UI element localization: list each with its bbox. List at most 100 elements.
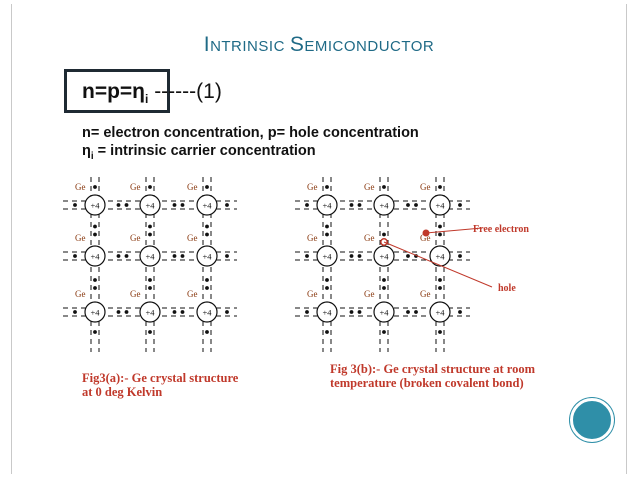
ge-label: Ge: [187, 233, 198, 243]
bond-electron: [73, 310, 77, 314]
core-charge-label: +4: [435, 308, 445, 318]
ge-label: Ge: [187, 182, 198, 192]
ge-atom-core: [196, 194, 218, 216]
ge-atom-core: [139, 194, 161, 216]
left-border-line: [11, 4, 12, 474]
core-charge-label: +4: [145, 252, 155, 262]
core-charge-label: +4: [435, 201, 445, 211]
bond-electron: [382, 232, 386, 237]
ge-atom-core: [84, 194, 106, 216]
hole-pointer-line: [383, 241, 493, 288]
bond-electron: [305, 310, 309, 314]
bond-electron: [148, 286, 152, 290]
bond-electron: [438, 278, 442, 282]
bond-electron: [172, 203, 177, 207]
equation-text: n=p=ηi ------(1): [82, 80, 222, 106]
ge-label: Ge: [75, 289, 86, 299]
lattice-diagram-a: +4Ge+4Ge+4Ge+4Ge+4Ge+4Ge+4Ge+4Ge+4Ge: [63, 177, 237, 352]
fig-a-caption-line-1: Fig3(a):- Ge crystal structure: [82, 371, 239, 385]
bond-electron: [93, 286, 97, 290]
bond-electron: [124, 203, 129, 207]
core-charge-label: +4: [435, 252, 445, 262]
definition-eta-sub: i: [90, 150, 94, 162]
core-charge-label: +4: [90, 252, 100, 262]
ge-label: Ge: [130, 289, 141, 299]
core-charge-label: +4: [145, 201, 155, 211]
bond-electron: [205, 278, 209, 282]
bond-electron: [148, 224, 152, 229]
bond-electron: [438, 224, 442, 229]
bond-electron: [349, 310, 354, 314]
bond-electron: [325, 286, 329, 290]
fig-b-caption: Fig 3(b):- Ge crystal structure at room …: [330, 362, 535, 390]
ge-atom-core: [429, 301, 451, 323]
bond-electron: [357, 310, 362, 314]
bond-electron: [148, 278, 152, 282]
bond-electron: [414, 203, 418, 207]
ge-label: Ge: [364, 233, 375, 243]
ge-label: Ge: [307, 182, 318, 192]
core-charge-label: +4: [202, 308, 212, 318]
bond-electron: [225, 310, 229, 314]
core-charge-label: +4: [379, 201, 389, 211]
ge-atom-core: [316, 194, 338, 216]
ge-atom-core: [373, 245, 395, 267]
bond-electron: [93, 232, 97, 237]
definition-text: = intrinsic carrier concentration: [93, 143, 316, 159]
bond-electron: [458, 203, 462, 207]
title-initial-2: S: [289, 33, 305, 56]
lattice-diagram-b: +4Ge+4Ge+4Ge+4Ge+4Ge+4Ge+4Ge+4Ge+4GeFree…: [295, 177, 529, 352]
ge-label: Ge: [420, 233, 431, 243]
bond-electron: [438, 330, 442, 334]
bond-electron: [325, 232, 329, 237]
bond-electron: [205, 185, 209, 189]
ge-label: Ge: [364, 182, 375, 192]
hole-label: hole: [498, 283, 516, 294]
core-charge-label: +4: [90, 308, 100, 318]
bond-electron: [205, 224, 209, 229]
fig-b-caption-line-2: temperature (broken covalent bond): [330, 376, 524, 390]
ge-label: Ge: [187, 289, 198, 299]
bond-electron: [93, 278, 97, 282]
fig-a-caption-line-2: at 0 deg Kelvin: [82, 385, 163, 399]
bond-electron: [225, 203, 229, 207]
free-electron-pointer-line: [425, 227, 483, 234]
ge-atom-core: [373, 194, 395, 216]
bond-electron: [172, 310, 177, 314]
bond-electron: [382, 278, 386, 282]
bond-electron: [325, 185, 329, 189]
ge-atom-core: [196, 245, 218, 267]
bond-electron: [180, 203, 185, 207]
bond-electron: [116, 254, 121, 258]
definition-eta: η: [82, 143, 91, 159]
title-rest-1: NTRINSIC: [210, 38, 285, 55]
slide-title: INTRINSIC SEMICONDUCTOR: [0, 33, 638, 57]
fig-b-caption-line-1: Fig 3(b):- Ge crystal structure at room: [330, 362, 536, 376]
free-electron-label: Free electron: [473, 224, 529, 235]
bond-electron: [148, 232, 152, 237]
bond-electron: [205, 286, 209, 290]
ge-label: Ge: [130, 233, 141, 243]
bond-electron: [180, 254, 185, 258]
core-charge-label: +4: [90, 201, 100, 211]
bond-electron: [458, 254, 462, 258]
ge-atom-core: [139, 301, 161, 323]
bond-electron: [124, 310, 129, 314]
ge-atom-core: [429, 245, 451, 267]
bond-electron: [73, 254, 77, 258]
equation-box: [64, 69, 170, 113]
bond-electron: [73, 203, 77, 207]
bond-electron: [406, 254, 410, 258]
core-charge-label: +4: [322, 252, 332, 262]
bond-electron: [116, 203, 121, 207]
bond-electron: [382, 185, 386, 189]
core-charge-label: +4: [202, 252, 212, 262]
ge-atom-core: [84, 245, 106, 267]
core-charge-label: +4: [202, 201, 212, 211]
bond-electron: [148, 330, 152, 334]
ge-atom-core: [196, 301, 218, 323]
bond-electron: [438, 286, 442, 290]
ge-atom-core: [429, 194, 451, 216]
bond-electron: [180, 310, 185, 314]
bond-electron: [414, 310, 418, 314]
